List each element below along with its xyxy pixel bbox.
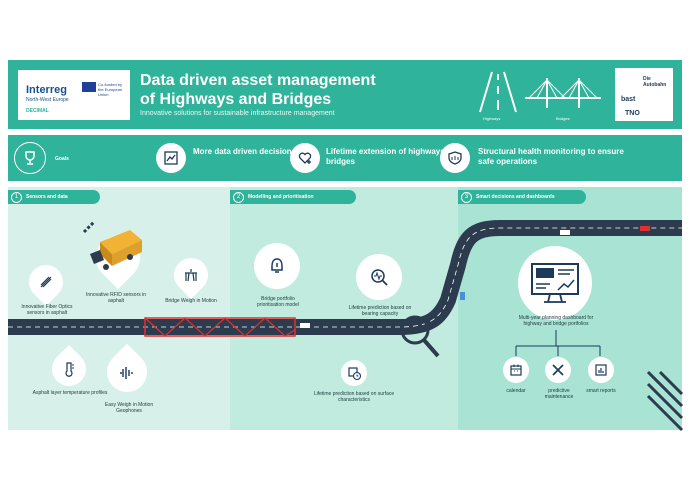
chart-icon bbox=[156, 143, 186, 173]
fiber-optic-icon bbox=[29, 265, 63, 299]
bridge-truss bbox=[144, 317, 296, 337]
goal-lifetime-extension: Lifetime extension of highways and bridg… bbox=[326, 147, 462, 166]
bridge-weigh-icon bbox=[174, 258, 208, 292]
tno-logo: TNO bbox=[625, 110, 640, 117]
panel-label-sensors: Sensors and data bbox=[26, 194, 68, 200]
chip-clock-icon bbox=[348, 367, 362, 381]
goal-data-driven: More data driven decisions bbox=[193, 147, 297, 156]
maintenance-circle bbox=[545, 357, 571, 383]
interreg-logo-text: Interreg bbox=[26, 84, 67, 96]
caption-reports: smart reports bbox=[586, 388, 616, 394]
monitor-dashboard-icon bbox=[531, 263, 579, 303]
report-chart-icon bbox=[595, 364, 607, 376]
trophy-icon bbox=[14, 142, 46, 174]
surface-circle bbox=[341, 360, 367, 386]
magnifier-handle bbox=[422, 338, 440, 358]
title-line-1: Data driven asset management bbox=[140, 72, 376, 89]
highway-icon bbox=[479, 71, 517, 113]
caption-asphalt: Asphalt layer temperature profiles bbox=[32, 390, 108, 396]
calendar-icon bbox=[510, 364, 522, 376]
caption-bridge-model: Bridge portfolio prioritisation model bbox=[257, 296, 299, 308]
page-title: Data driven asset management of Highways… bbox=[140, 71, 440, 109]
panel-head-dashboards: 3 Smart decisions and dashboards bbox=[458, 190, 586, 204]
thermometer-icon bbox=[52, 352, 86, 386]
caption-bearing: Lifetime prediction based on bearing cap… bbox=[348, 305, 412, 317]
highways-label: Highways bbox=[483, 116, 501, 121]
caption-rfid: Innovative RFID sensors in asphalt bbox=[85, 292, 147, 304]
panel-number-2: 2 bbox=[233, 191, 244, 203]
panel-modelling bbox=[230, 187, 458, 430]
panel-number-3: 3 bbox=[461, 191, 472, 203]
eu-flag-icon bbox=[82, 82, 96, 92]
bearing-circle bbox=[356, 254, 402, 300]
caption-calendar: calendar bbox=[506, 388, 526, 394]
bridge-model-circle bbox=[254, 243, 300, 289]
header-banner: Interreg North-West Europe DECIMAL Co-fu… bbox=[8, 60, 682, 129]
goals-bar: Goals More data driven decisions Lifetim… bbox=[8, 135, 682, 181]
dashboard-circle bbox=[518, 246, 592, 320]
bell-icon bbox=[271, 258, 283, 273]
bridge-shield-icon bbox=[440, 143, 470, 173]
truck-icon bbox=[82, 220, 142, 270]
geophone-wave-icon bbox=[110, 356, 144, 390]
caption-fibre: Innovative Fiber Optics sensors in aspha… bbox=[21, 304, 73, 316]
calendar-circle bbox=[503, 357, 529, 383]
interreg-logo: Interreg North-West Europe DECIMAL Co-fu… bbox=[18, 70, 130, 120]
search-pulse-icon bbox=[371, 269, 388, 286]
caption-dashboard: Multi-year planning dashboard for highwa… bbox=[518, 315, 594, 327]
magnifier-icon bbox=[400, 315, 430, 345]
bridge-icon bbox=[525, 78, 601, 108]
caption-wim: Bridge Weigh in Motion bbox=[165, 298, 217, 304]
goals-label: Goals bbox=[55, 156, 69, 162]
title-line-2: of Highways and Bridges bbox=[140, 91, 332, 108]
bast-logo: bast bbox=[621, 96, 636, 103]
heart-plus-icon bbox=[290, 143, 320, 173]
goal-health-monitoring: Structural health monitoring to ensure s… bbox=[478, 147, 624, 166]
panel-label-modelling: Modelling and prioritisation bbox=[248, 194, 314, 200]
eu-cofunded-text: Co-funded by the European Union bbox=[98, 82, 123, 97]
caption-easy-wim: Easy Weigh in Motion Geophones bbox=[104, 402, 154, 414]
panel-number-1: 1 bbox=[11, 191, 22, 203]
panel-label-dashboards: Smart decisions and dashboards bbox=[476, 194, 555, 200]
nwe-logo-text: North-West Europe bbox=[26, 97, 69, 103]
decimal-logo-text: DECIMAL bbox=[26, 108, 49, 114]
page-subtitle: Innovative solutions for sustainable inf… bbox=[140, 110, 335, 117]
reports-circle bbox=[588, 357, 614, 383]
partner-logos: Die Autobahn bast TNO bbox=[615, 68, 673, 121]
panel-head-sensors: 1 Sensors and data bbox=[8, 190, 100, 204]
die-autobahn-logo: Die Autobahn bbox=[643, 76, 667, 88]
caption-surface: Lifetime prediction based on surface cha… bbox=[313, 391, 395, 403]
panel-head-modelling: 2 Modelling and prioritisation bbox=[230, 190, 356, 204]
caption-maintenance: predictive maintenance bbox=[544, 388, 574, 400]
bridges-label: Bridges bbox=[556, 116, 570, 121]
wrench-screwdriver-icon bbox=[552, 364, 564, 376]
